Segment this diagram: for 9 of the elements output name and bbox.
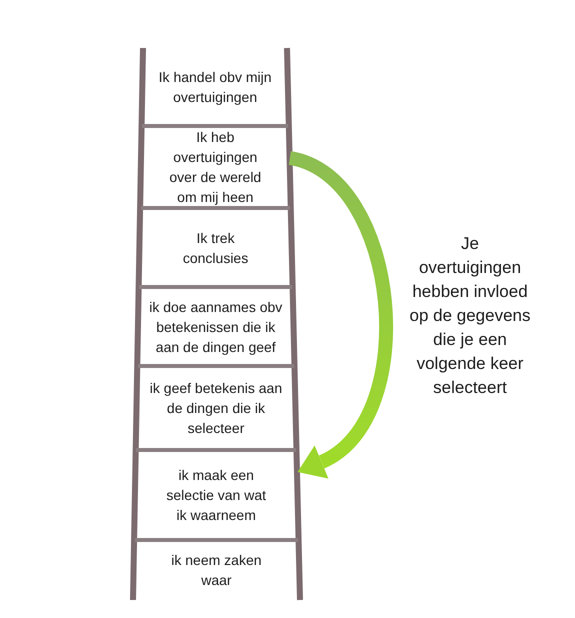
curved-arrow — [288, 151, 393, 478]
step-text: Ik trek conclusies — [182, 228, 250, 268]
step-text: ik neem zaken waar — [170, 551, 263, 590]
step-text: ik maak een selectie van wat ik waarneem — [165, 466, 267, 525]
step-text: ik doe aannames obv betekenissen die ik aan de dingen geef — [148, 298, 284, 356]
step-text: Ik heb overtuigingen over de wereld om mij heen — [168, 128, 262, 207]
annotation-text: Je overtuigingen hebben invloed op de gegevens die je een volgende keer selecteert — [408, 233, 532, 399]
step-text: Ik handel obv mijn overtuigingen — [158, 68, 273, 107]
step-text: ik geef betekenis aan de dingen die ik selecteer — [148, 379, 284, 438]
